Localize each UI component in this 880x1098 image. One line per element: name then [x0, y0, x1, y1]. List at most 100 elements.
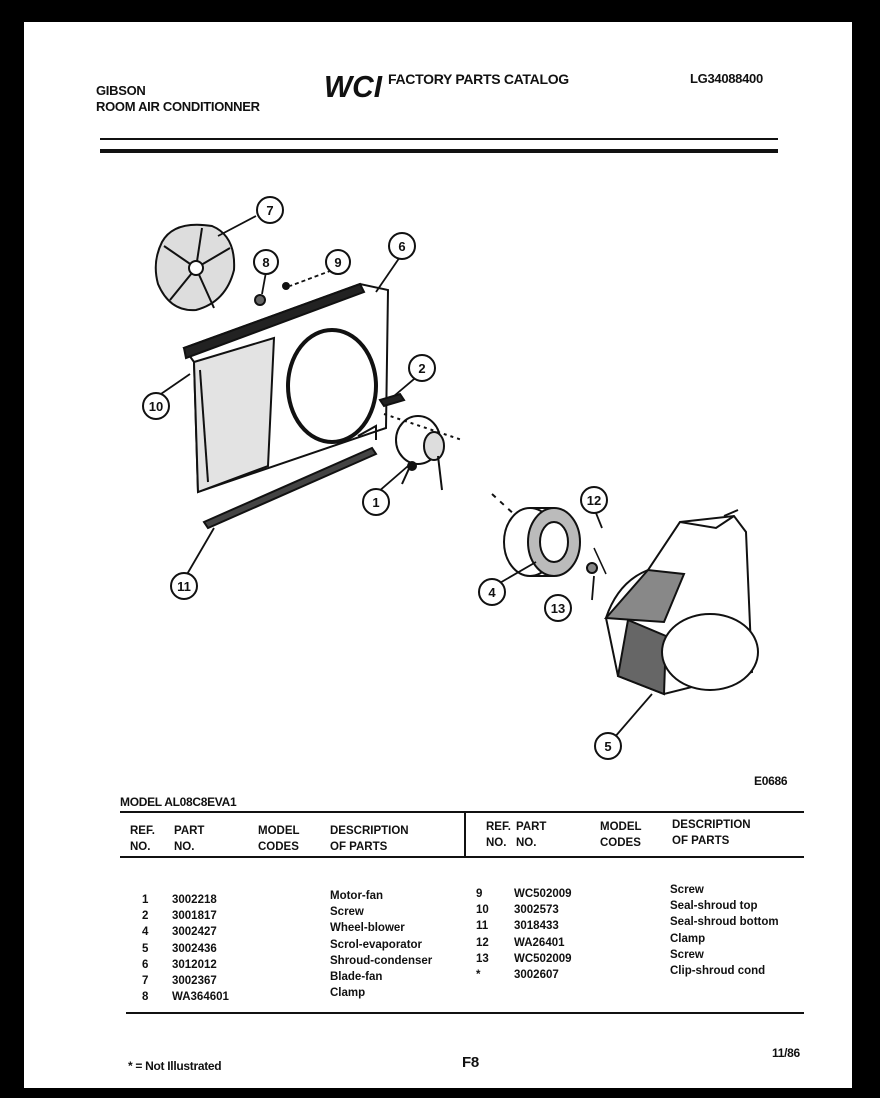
table-top-rule — [120, 811, 804, 813]
table-row-description: Screw — [670, 948, 704, 961]
table-row-ref: 8 — [142, 991, 149, 1004]
ref-header: REF. NO. — [130, 825, 155, 854]
revision-date: 11/86 — [772, 1046, 800, 1060]
table-row-part: 3002436 — [172, 942, 217, 955]
table-row-description: Clamp — [670, 932, 706, 945]
shroud-condenser-illustration — [182, 282, 390, 494]
scroll-evaporator-illustration — [603, 509, 759, 696]
callout-12-label: 12 — [587, 493, 601, 508]
callout-9 — [325, 249, 351, 275]
table-row-part: WA364601 — [172, 991, 229, 1004]
table-row-part: 3002607 — [514, 968, 559, 981]
callout-9-label: 9 — [334, 255, 341, 270]
screw-part-illustration — [282, 282, 290, 290]
table-row-part: 3002573 — [514, 904, 559, 917]
callout-5 — [594, 732, 622, 760]
table-row-part: 3002218 — [172, 894, 217, 906]
clip-link-illustration — [593, 547, 607, 575]
model-codes-header-right: MODEL CODES — [600, 821, 642, 850]
callout-11-label: 11 — [177, 579, 191, 594]
callout-10-label: 10 — [149, 399, 163, 414]
table-row-part: 3018433 — [514, 920, 559, 933]
clamp-part-illustration — [254, 294, 266, 306]
left-ref-column: 1 2 4 5 6 7 8 — [142, 892, 148, 1005]
description-header-right: DESCRIPTION OF PARTS — [672, 819, 751, 848]
catalog-sheet: GIBSON ROOM AIR CONDITIONNER WCI FACTORY… — [24, 22, 852, 1088]
part-header: PART NO. — [174, 825, 205, 854]
scroll-screw-illustration — [586, 562, 598, 574]
callout-4 — [478, 578, 506, 606]
table-row-ref: 9 — [476, 888, 483, 900]
table-column-divider — [464, 811, 466, 857]
table-row-part: 3002427 — [172, 926, 217, 939]
left-part-column: 3002218 3001817 3002427 3002436 3012012 … — [172, 892, 229, 1005]
diagram-code: E0686 — [754, 774, 788, 788]
table-row-ref: 6 — [142, 958, 149, 971]
header-rule-thick — [100, 149, 778, 153]
brand-name: GIBSON — [96, 83, 146, 98]
catalog-number: LG34088400 — [690, 71, 763, 86]
left-description-column: Motor-fan Screw Wheel-blower Scrol-evapo… — [330, 888, 432, 1001]
callout-10 — [142, 392, 170, 420]
table-row-description: Screw — [330, 906, 364, 919]
table-row-part: WC502009 — [514, 888, 572, 900]
right-ref-column: 9 10 11 12 13 * — [476, 886, 489, 983]
callout-8-label: 8 — [262, 255, 269, 270]
table-row-ref: 2 — [142, 910, 149, 923]
table-row-ref: 12 — [476, 936, 489, 949]
table-row-part: WC502009 — [514, 952, 572, 965]
callout-7-label: 7 — [266, 203, 273, 218]
not-illustrated-note: * = Not Illustrated — [128, 1059, 222, 1073]
table-row-description: Blade-fan — [330, 970, 383, 983]
motor-screw-illustration — [378, 392, 406, 408]
callout-1-label: 1 — [372, 495, 379, 510]
blower-wheel-illustration — [491, 493, 581, 577]
table-row-description: Clip-shroud cond — [670, 964, 766, 977]
model-codes-header: MODEL CODES — [258, 825, 300, 854]
table-row-ref: 5 — [142, 942, 149, 955]
logo-text: WCI — [324, 69, 383, 102]
callout-5-label: 5 — [604, 739, 611, 754]
fan-blade-illustration — [154, 223, 236, 312]
right-description-column: Screw Seal-shroud top Seal-shroud bottom… — [670, 882, 779, 979]
table-row-description: Wheel-blower — [330, 922, 405, 935]
callout-2-label: 2 — [418, 361, 425, 376]
wci-logo: WCI — [324, 69, 383, 102]
table-row-description: Clamp — [330, 987, 366, 1000]
catalog-title: FACTORY PARTS CATALOG — [388, 71, 569, 87]
callout-7 — [256, 196, 284, 224]
table-row-ref: 4 — [142, 926, 149, 939]
table-row-description: Shroud-condenser — [330, 954, 433, 967]
table-row-description: Scrol-evaporator — [330, 938, 423, 951]
callout-13-label: 13 — [551, 601, 565, 616]
model-number: MODEL AL08C8EVA1 — [120, 795, 237, 809]
callout-4-label: 4 — [488, 585, 496, 600]
table-row-ref: 10 — [476, 904, 489, 917]
table-row-description: Screw — [670, 884, 704, 896]
table-row-ref: 13 — [476, 952, 489, 965]
motor-illustration — [383, 413, 463, 491]
table-row-ref: 7 — [142, 974, 149, 987]
exploded-parts-diagram: 7 8 9 6 2 10 1 11 12 13 4 5 — [142, 196, 759, 760]
table-row-description: Seal-shroud top — [670, 900, 758, 913]
table-row-ref: 11 — [476, 920, 489, 933]
table-row-part: 3002367 — [172, 974, 217, 987]
product-name: ROOM AIR CONDITIONNER — [96, 99, 260, 114]
callout-1 — [362, 488, 390, 516]
callout-6 — [388, 232, 416, 260]
callout-12 — [580, 486, 608, 514]
right-part-column: WC502009 3002573 3018433 WA26401 WC50200… — [514, 886, 572, 983]
seal-bottom-illustration — [202, 446, 378, 530]
callout-2 — [408, 354, 436, 382]
table-row-ref: * — [476, 968, 481, 981]
table-bottom-rule — [126, 1012, 804, 1014]
callout-11 — [170, 572, 198, 600]
header-rule-thin — [100, 138, 778, 140]
part-header-right: PART NO. — [516, 821, 547, 850]
page-number: F8 — [462, 1054, 479, 1071]
table-row-part: 3012012 — [172, 958, 217, 971]
table-row-description: Motor-fan — [330, 890, 384, 902]
ref-header-right: REF. NO. — [486, 821, 511, 850]
description-header: DESCRIPTION OF PARTS — [330, 825, 409, 854]
